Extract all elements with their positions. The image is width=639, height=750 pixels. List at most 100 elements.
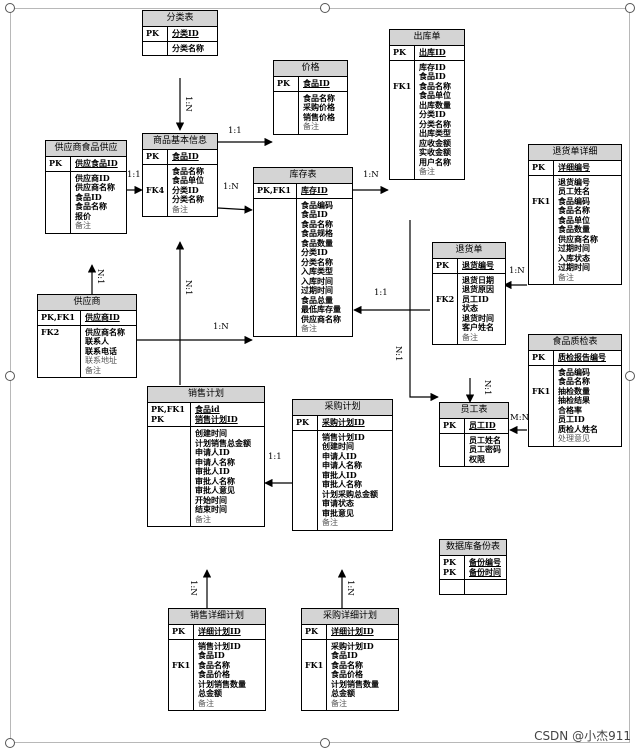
resize-handle-middle-right[interactable]	[625, 371, 635, 381]
key-label: PK,FK1	[257, 185, 291, 195]
entity-field-column: 供应商名称联系人联系电话联系地址备注	[80, 325, 136, 377]
key-spacer	[532, 178, 553, 188]
attribute-field: 销售计划ID	[322, 431, 365, 442]
attribute-field: 分类ID	[301, 247, 328, 257]
key-label: PK	[532, 162, 545, 172]
entity-field-column: 详细计划ID	[193, 625, 265, 639]
note-field: 备注	[75, 221, 91, 230]
entity-field-column: 员工ID	[464, 419, 508, 433]
entity-field-column: 食品ID	[298, 77, 347, 91]
relation-label-r-fenlei-shangpin: 1:N	[183, 96, 193, 112]
attribute-field: 申请人ID	[195, 447, 230, 457]
resize-handle-bottom-middle[interactable]	[320, 738, 330, 748]
key-label: PK	[296, 417, 309, 427]
entity-field-column: 出库ID	[414, 46, 464, 60]
primary-key-field: 供应食品ID	[75, 158, 118, 168]
attribute-field: 库存ID	[419, 61, 446, 72]
resize-handle-bottom-left[interactable]	[5, 738, 15, 748]
attribute-field: 采购价格	[303, 102, 335, 112]
key-label: PK	[443, 420, 456, 430]
entity-field-column: 库存ID	[296, 184, 352, 198]
entity-field-column: 备份编号备份时间	[464, 556, 506, 579]
attribute-field: 退货原因	[462, 284, 494, 294]
primary-key-field: 采购计划ID	[322, 417, 365, 427]
attribute-field: 分类名称	[172, 194, 204, 204]
attribute-field: 员工密码	[469, 444, 501, 454]
attribute-field: 分类ID	[419, 109, 446, 119]
attribute-field: 入库类型	[301, 266, 333, 276]
entity-title: 采购详细计划	[302, 609, 398, 625]
relation-label-r-gys-kucun: 1:N	[213, 322, 229, 332]
primary-key-field: 食品ID	[172, 151, 199, 161]
entity-key-column	[274, 92, 298, 134]
attribute-field: 员工姓名	[558, 186, 590, 196]
resize-handle-top-middle[interactable]	[320, 3, 330, 13]
key-spacer	[532, 368, 553, 378]
primary-key-field: 备份编号	[469, 557, 501, 567]
attribute-field: 员工姓名	[469, 434, 501, 445]
attribute-field: 应收金额	[419, 137, 451, 148]
note-field: 备注	[195, 514, 211, 524]
note-field: 处理意见	[558, 434, 590, 443]
entity-key-column: PK	[274, 77, 298, 91]
note-field: 备注	[303, 122, 319, 131]
note-field: 备注	[198, 698, 214, 708]
attribute-field: 食品名称	[331, 659, 363, 670]
key-label: PK	[49, 158, 62, 168]
resize-handle-middle-left[interactable]	[5, 371, 15, 381]
entity-key-column: PK	[293, 416, 317, 430]
key-label: FK1	[532, 385, 551, 396]
attribute-field: 出库类型	[419, 128, 451, 138]
attribute-field: 审批人名称	[322, 479, 362, 489]
entity-field-column: 员工姓名员工密码权限	[464, 433, 508, 466]
note-field: 备注	[322, 518, 338, 527]
entity-attribute-section: 分类名称	[143, 41, 217, 55]
attribute-field: 审批人名称	[195, 475, 235, 486]
attribute-field: 食品ID	[301, 209, 328, 219]
entity-key-column: FK1	[529, 366, 553, 446]
entity-field-column: 分类ID	[167, 27, 217, 41]
key-spacer	[305, 642, 326, 652]
entity-key-column	[148, 427, 190, 526]
attribute-field: 抽检结果	[558, 395, 590, 405]
entity-key-column: PK,FK1	[38, 311, 80, 325]
attribute-field: 食品ID	[198, 650, 225, 660]
attribute-field: 食品ID	[75, 191, 102, 202]
attribute-field: 入库时间	[301, 275, 333, 286]
entity-title: 销售计划	[148, 387, 264, 403]
entity-key-column: PK	[440, 419, 464, 433]
attribute-field: 供应商名称	[85, 326, 125, 337]
attribute-field: 食品单位	[558, 214, 590, 225]
primary-key-field: 详细编号	[558, 162, 590, 172]
relation-label-r-xsdetail-xiaoshou: 1:N	[188, 580, 198, 596]
note-field: 联系地址	[85, 356, 117, 365]
attribute-field: 权限	[469, 453, 485, 464]
attribute-field: 实收金额	[419, 147, 451, 157]
resize-handle-top-right[interactable]	[625, 3, 635, 13]
resize-handle-top-left[interactable]	[5, 3, 15, 13]
